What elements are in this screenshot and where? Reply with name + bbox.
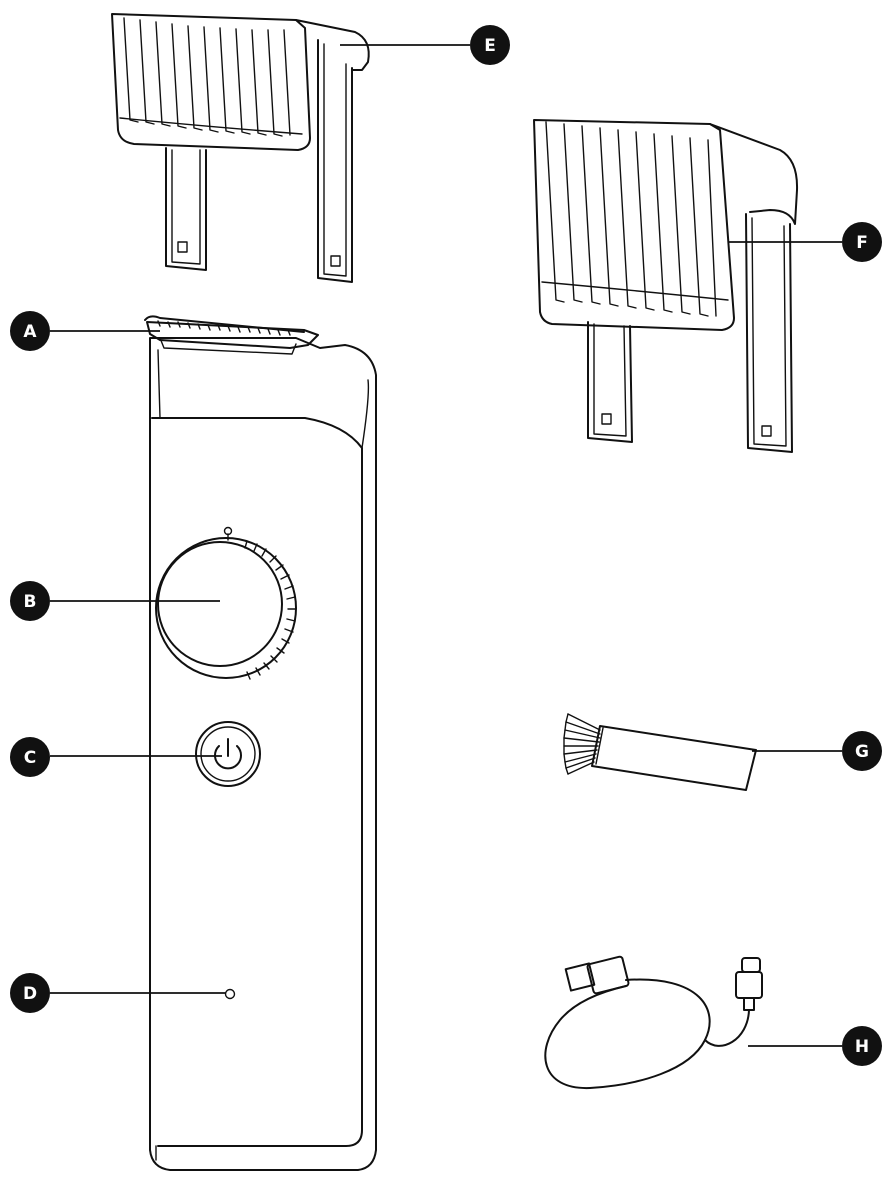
- indicator-light: [224, 988, 236, 1000]
- callout-f: F: [842, 222, 882, 262]
- callout-b: B: [10, 581, 50, 621]
- callout-f-badge: [842, 222, 882, 262]
- callout-c: C: [10, 737, 50, 777]
- callout-c-label: C: [24, 748, 36, 768]
- callout-d: D: [10, 973, 50, 1013]
- callout-e-badge: [470, 25, 510, 65]
- callout-g-label: G: [855, 742, 869, 762]
- callout-b-badge: [10, 581, 50, 621]
- long-comb: [533, 119, 799, 453]
- callout-d-badge: [10, 973, 50, 1013]
- callout-b-label: B: [24, 592, 37, 612]
- callout-e-label: E: [484, 36, 496, 56]
- callout-e: E: [470, 25, 510, 65]
- cleaning-brush: [563, 713, 757, 791]
- short-comb: [111, 13, 370, 283]
- callout-c-badge: [10, 737, 50, 777]
- length-dial[interactable]: [155, 526, 297, 680]
- callout-d-label: D: [23, 984, 37, 1004]
- callout-h-label: H: [855, 1037, 869, 1057]
- callout-g: G: [842, 731, 882, 771]
- callout-g-badge: [842, 731, 882, 771]
- trimmer-body: [149, 337, 377, 1171]
- blade-head: [144, 315, 319, 355]
- callout-h-badge: [842, 1026, 882, 1066]
- callout-a-label: A: [23, 322, 37, 342]
- callout-f-label: F: [856, 233, 868, 253]
- callout-a: A: [10, 311, 50, 351]
- leader-lines: [50, 44, 842, 1047]
- callout-a-badge: [10, 311, 50, 351]
- usb-cable: [544, 955, 763, 1090]
- power-button[interactable]: [195, 721, 261, 787]
- callout-h: H: [842, 1026, 882, 1066]
